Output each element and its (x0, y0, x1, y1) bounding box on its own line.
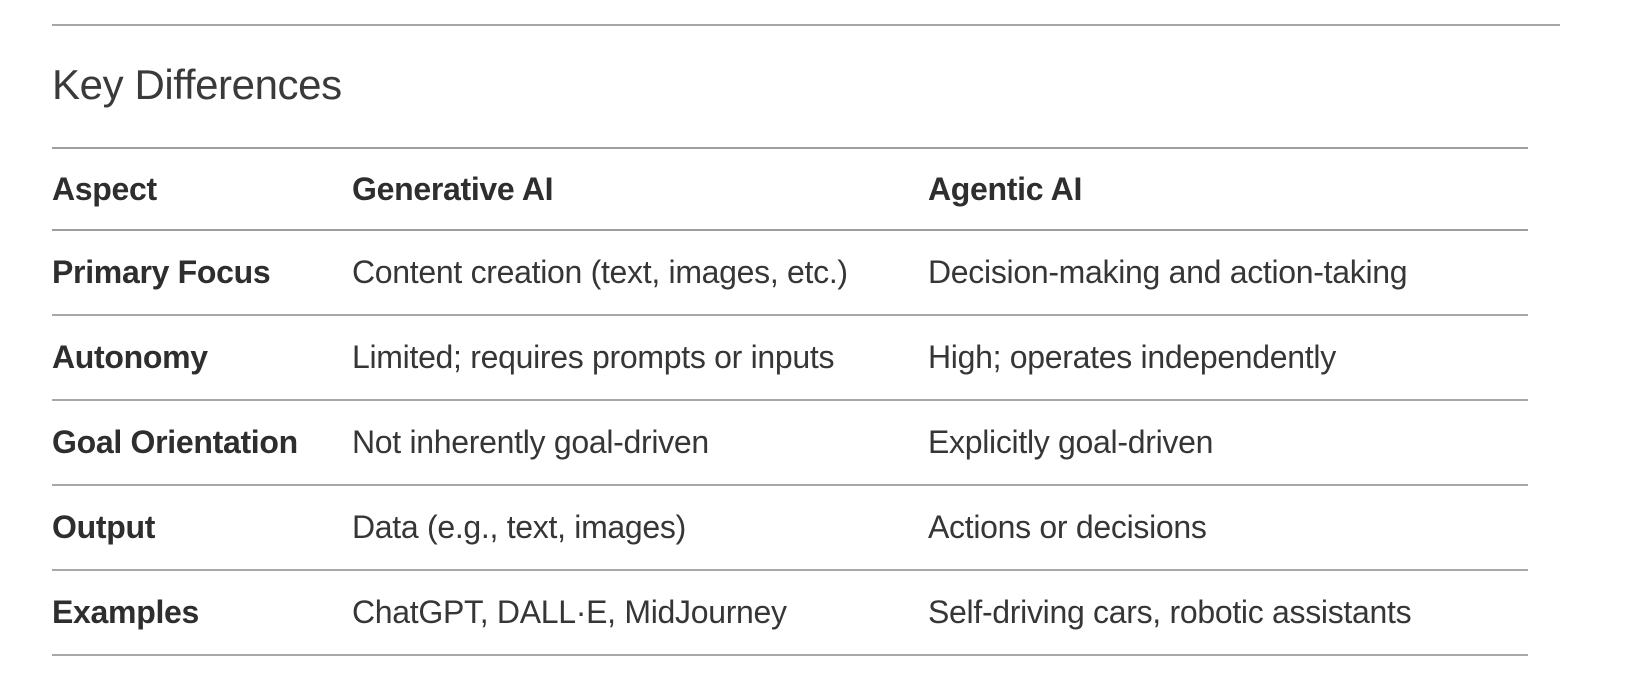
column-header-generative-ai: Generative AI (352, 148, 928, 231)
table-header-row: Aspect Generative AI Agentic AI (52, 148, 1528, 231)
table-row: Primary Focus Content creation (text, im… (52, 230, 1528, 316)
aspect-cell: Output (52, 485, 352, 571)
agentic-ai-cell: High; operates independently (928, 315, 1528, 401)
table-row: Autonomy Limited; requires prompts or in… (52, 315, 1528, 401)
section-heading: Key Differences (52, 61, 342, 108)
aspect-cell: Goal Orientation (52, 400, 352, 486)
content-area: Key Differences Aspect Generative AI Age… (52, 24, 1560, 656)
table-row: Output Data (e.g., text, images) Actions… (52, 485, 1528, 571)
column-header-aspect: Aspect (52, 148, 352, 231)
aspect-cell: Examples (52, 594, 200, 630)
agentic-ai-cell: Actions or decisions (928, 485, 1528, 571)
agentic-ai-cell: Decision-making and action-taking (928, 230, 1528, 316)
generative-ai-cell: ChatGPT, DALL·E, MidJourney (352, 594, 787, 630)
aspect-cell: Primary Focus (52, 230, 352, 316)
table-row: Examples ChatGPT, DALL·E, MidJourney Sel… (52, 570, 1528, 655)
agentic-ai-cell: Self-driving cars, robotic assistants (928, 594, 1412, 630)
agentic-ai-cell: Explicitly goal-driven (928, 400, 1528, 486)
comparison-table: Aspect Generative AI Agentic AI Primary … (52, 147, 1528, 656)
aspect-cell: Autonomy (52, 315, 352, 401)
table-row: Goal Orientation Not inherently goal-dri… (52, 400, 1528, 486)
generative-ai-cell: Not inherently goal-driven (352, 400, 928, 486)
top-divider (52, 24, 1560, 26)
column-header-agentic-ai: Agentic AI (928, 148, 1528, 231)
generative-ai-cell: Content creation (text, images, etc.) (352, 230, 928, 316)
generative-ai-cell: Data (e.g., text, images) (352, 485, 928, 571)
generative-ai-cell: Limited; requires prompts or inputs (352, 315, 928, 401)
